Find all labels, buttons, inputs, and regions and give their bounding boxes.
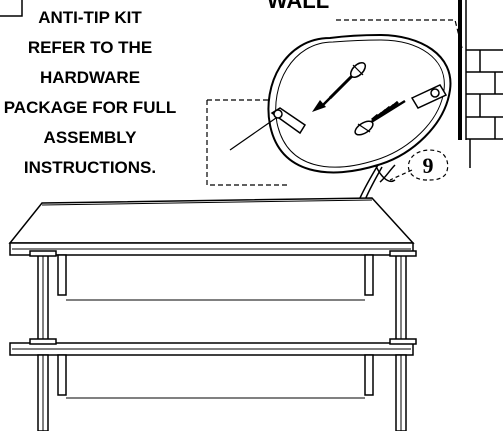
tv-stand <box>8 197 417 431</box>
wall <box>458 0 503 168</box>
detail-loop <box>267 33 452 183</box>
dashed-guide <box>206 99 287 186</box>
step-callout: 9 <box>389 149 449 181</box>
step-number: 9 <box>423 153 434 178</box>
note-line: INSTRUCTIONS. <box>24 158 156 177</box>
anti-tip-bracket <box>410 84 448 109</box>
wall-leader <box>336 19 463 49</box>
note-line: ASSEMBLY <box>44 128 138 147</box>
note-frame <box>0 0 23 17</box>
note-line: HARDWARE <box>40 68 140 87</box>
note-line: PACKAGE FOR FULL <box>4 98 177 117</box>
note-line: REFER TO THE <box>28 38 152 57</box>
wall-screw <box>312 61 367 112</box>
wall-label: WALL <box>267 0 329 13</box>
note-line: ANTI-TIP KIT <box>38 8 142 27</box>
anti-tip-bracket <box>229 107 307 151</box>
wall-screw <box>354 99 406 136</box>
anti-tip-strap <box>359 164 383 201</box>
note-text: ANTI-TIP KIT REFER TO THE HARDWARE PACKA… <box>4 8 177 177</box>
